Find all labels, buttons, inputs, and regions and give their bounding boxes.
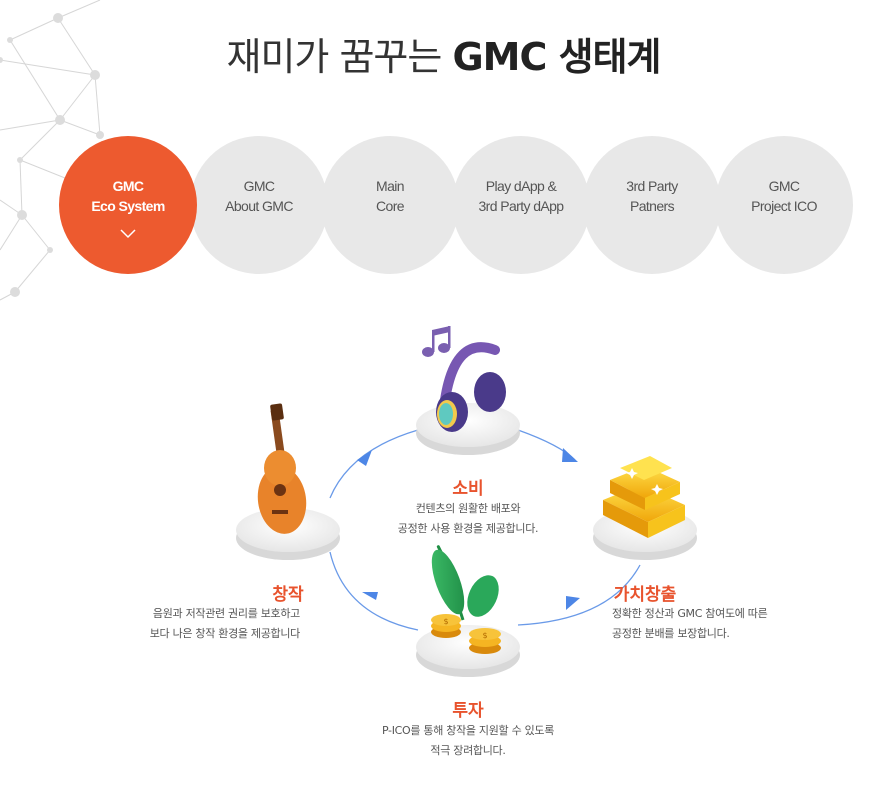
tab-label-line1: Play dApp & xyxy=(485,178,557,194)
value-creation-description: 정확한 정산과 GMC 참여도에 따른 공정한 분배를 보장합니다. xyxy=(612,604,842,644)
tab-label-line1: GMC xyxy=(243,178,275,194)
create-description: 음원과 저작관련 권리를 보호하고 보다 나은 창작 환경을 제공합니다 xyxy=(120,604,301,644)
tab-project-ico[interactable]: GMC Project ICO xyxy=(715,136,853,274)
headphones-icon xyxy=(422,326,506,432)
tab-label-line2: Patners xyxy=(629,198,675,214)
arrow-icon xyxy=(362,592,378,600)
tab-play-dapp[interactable]: Play dApp & 3rd Party dApp xyxy=(452,136,590,274)
arrow-icon xyxy=(566,596,580,610)
consume-title: 소비 xyxy=(452,479,484,499)
network-pattern xyxy=(0,0,104,301)
ecosystem-diagram: $ $ 소비 컨텐츠의 원활한 배포와 공정한 사용 환경을 제공합니다. 창작… xyxy=(0,300,887,796)
section-tabs: GMC Eco System GMC About GMC Main Core P… xyxy=(0,0,887,300)
tab-gmc-about[interactable]: GMC About GMC xyxy=(190,136,328,274)
tab-label-line2: Project ICO xyxy=(751,198,817,214)
tab-label-line1: GMC xyxy=(768,178,800,194)
guitar-icon xyxy=(257,403,307,534)
title-light: 재미가 꿈꾸는 xyxy=(226,35,443,79)
tab-label-line1: Main xyxy=(376,178,405,194)
invest-desc-line1: P-ICO를 통해 창작을 지원할 수 있도록 xyxy=(381,724,555,737)
consume-desc-line1: 컨텐츠의 원활한 배포와 xyxy=(415,502,521,515)
svg-text:$: $ xyxy=(443,617,448,626)
tab-label-line1: 3rd Party xyxy=(626,178,678,194)
create-desc-line2: 보다 나은 창작 환경을 제공합니다 xyxy=(149,627,301,640)
create-title: 창작 xyxy=(272,585,304,605)
tab-label-line2: 3rd Party dApp xyxy=(478,198,565,214)
arrow-icon xyxy=(357,450,372,466)
invest-desc-line2: 적극 장려합니다. xyxy=(430,744,506,757)
tab-gmc-eco-system[interactable]: GMC Eco System xyxy=(59,136,197,274)
invest-title: 투자 xyxy=(452,701,484,721)
tab-label-line2: Eco System xyxy=(91,198,165,214)
tab-3rd-party-partners[interactable]: 3rd Party Patners xyxy=(583,136,721,274)
tab-label-line1: GMC xyxy=(112,178,144,194)
chevron-down-icon xyxy=(120,229,136,239)
consume-description: 컨텐츠의 원활한 배포와 공정한 사용 환경을 제공합니다. xyxy=(358,499,578,539)
tab-label-line2: About GMC xyxy=(225,198,293,214)
create-desc-line1: 음원과 저작관련 권리를 보호하고 xyxy=(152,607,300,620)
invest-description: P-ICO를 통해 창작을 지원할 수 있도록 적극 장려합니다. xyxy=(348,721,588,761)
value-desc-line2: 공정한 분배를 보장합니다. xyxy=(612,627,730,640)
cycle-arrows xyxy=(357,448,580,610)
value-creation-title: 가치창출 xyxy=(613,585,677,605)
tab-main-core[interactable]: Main Core xyxy=(321,136,459,274)
page-title: 재미가 꿈꾸는 GMC 생태계 xyxy=(0,26,887,81)
plant-coins-icon: $ $ xyxy=(431,545,501,654)
cycle-graphic: $ $ xyxy=(236,326,697,677)
svg-text:$: $ xyxy=(482,631,487,640)
value-desc-line1: 정확한 정산과 GMC 참여도에 따른 xyxy=(612,607,768,620)
tab-label-line2: Core xyxy=(376,198,405,214)
consume-desc-line2: 공정한 사용 환경을 제공합니다. xyxy=(397,522,539,535)
title-bold: GMC 생태계 xyxy=(452,35,661,79)
arrow-icon xyxy=(562,448,578,462)
gold-bars-icon xyxy=(603,456,685,538)
